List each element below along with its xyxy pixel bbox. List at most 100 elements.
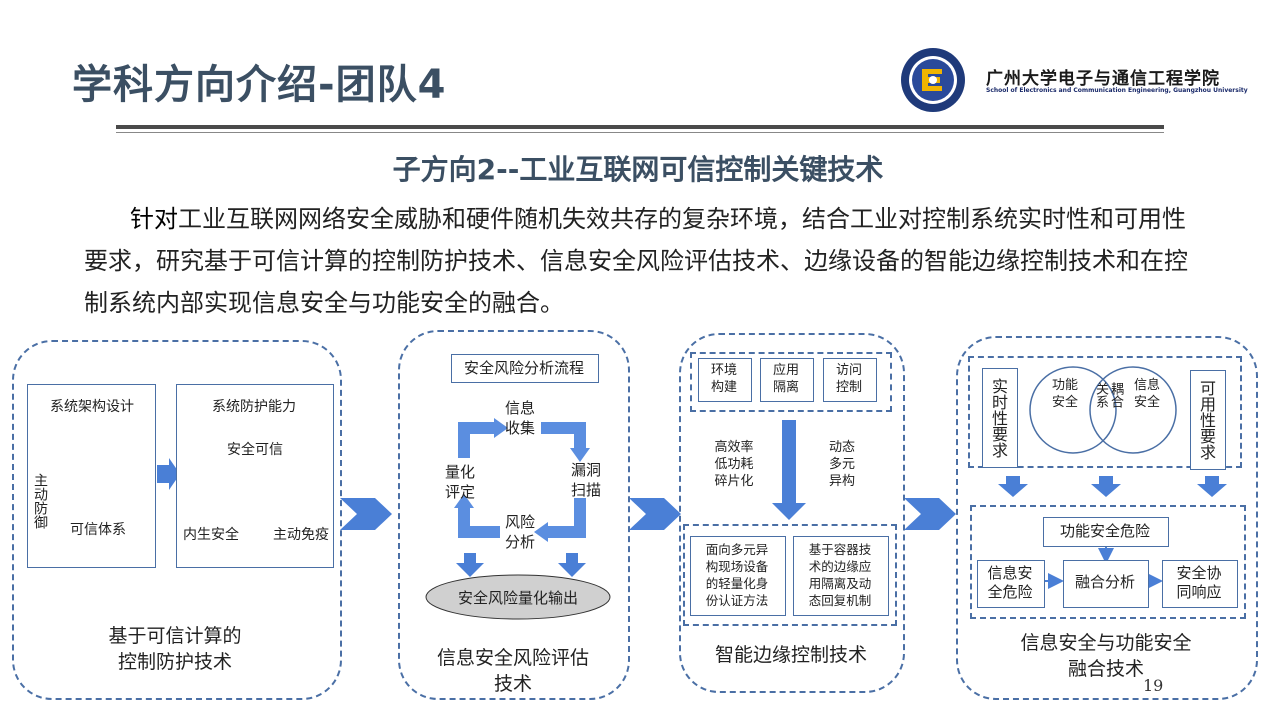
venn-info-circle — [1089, 366, 1177, 454]
label-efficiency-3: 碎片化 — [714, 474, 754, 489]
label-active-defense: 主动防御 — [32, 473, 48, 529]
label-efficiency-2: 低功耗 — [714, 457, 754, 472]
label-info-security-risk-1: 信息安 — [987, 564, 1033, 582]
label-endogenous-security: 内生安全 — [183, 527, 239, 543]
label-flow-title: 安全风险分析流程 — [463, 359, 584, 377]
label-app-isolation-1: 应用 — [772, 363, 799, 378]
label-realtime-req: 实时性要求 — [989, 378, 1008, 458]
label-quant-eval-2: 评定 — [444, 483, 475, 501]
flow-arrow-top — [541, 422, 586, 450]
panel1-arrow — [157, 458, 180, 490]
label-info-security-risk-2: 全危险 — [987, 583, 1033, 601]
label-trust-system: 可信体系 — [70, 522, 126, 538]
label-availability-req: 可用性要求 — [1197, 380, 1216, 460]
box-system-protection — [176, 384, 334, 568]
label-system-architecture: 系统架构设计 — [50, 399, 134, 415]
output-arrow-right — [558, 553, 586, 577]
label-dynamic-2: 多元 — [828, 457, 855, 472]
university-logo — [900, 47, 966, 113]
label-dynamic-1: 动态 — [828, 440, 855, 455]
group-edge-methods — [683, 524, 897, 626]
panel3-down-arrow — [772, 420, 806, 520]
panel-risk-assessment — [398, 330, 630, 700]
label-access-control-1: 访问 — [835, 363, 862, 378]
label-lightweight-auth-4: 份认证方法 — [705, 593, 769, 608]
chevron-arrow-1 — [340, 498, 392, 530]
box-info-security-risk — [977, 560, 1045, 608]
label-env-build-2: 构建 — [710, 380, 737, 395]
box-flow-title — [451, 354, 599, 383]
label-quant-eval-1: 量化 — [444, 463, 475, 481]
caption-panel3: 智能边缘控制技术 — [714, 644, 867, 666]
header-divider — [116, 125, 1164, 129]
caption-panel4-line2: 融合技术 — [1067, 658, 1144, 680]
group-edge-functions — [690, 352, 892, 412]
label-info-security-2: 安全 — [1133, 395, 1160, 410]
flow-arrow-left — [458, 422, 496, 458]
intro-paragraph: 针对工业互联网网络安全威胁和硬件随机失效共存的复杂环境，结合工业对控制系统实时性… — [84, 198, 1194, 324]
label-func-safety-1: 功能 — [1051, 378, 1078, 393]
label-dynamic-3: 异构 — [828, 474, 855, 489]
label-risk-analysis-2: 分析 — [504, 533, 535, 551]
panel-edge-control — [679, 333, 905, 693]
p4-down-arrow-3 — [1197, 476, 1227, 497]
label-lightweight-auth-1: 面向多元异 — [705, 542, 769, 557]
chevron-arrow-3 — [904, 498, 956, 530]
label-container-isolation-3: 用隔离及动 — [808, 576, 872, 591]
chevron-arrow-2 — [629, 498, 681, 530]
header-divider-thin — [116, 132, 1164, 133]
venn-func-circle — [1029, 366, 1117, 454]
flow-arrow-bottom — [458, 505, 500, 538]
panel-trusted-computing — [12, 340, 342, 700]
label-risk-output: 安全风险量化输出 — [457, 589, 578, 607]
box-fusion-analysis — [1063, 560, 1149, 608]
box-container-isolation — [793, 536, 889, 616]
group-requirements — [968, 356, 1242, 468]
intro-text: 工业互联网网络安全威胁和硬件随机失效共存的复杂环境，结合工业对控制系统实时性和可… — [84, 205, 1188, 317]
label-vuln-scan-1: 漏洞 — [570, 461, 601, 479]
label-env-build-1: 环境 — [710, 363, 737, 378]
label-container-isolation-4: 态回复机制 — [808, 593, 872, 608]
label-access-control-2: 控制 — [835, 380, 862, 395]
caption-panel2-line2: 技术 — [493, 673, 532, 695]
label-app-isolation-2: 隔离 — [772, 380, 799, 395]
label-container-isolation-2: 术的边缘应 — [808, 559, 872, 574]
label-func-safety-risk: 功能安全危险 — [1059, 522, 1150, 540]
caption-panel4-line1: 信息安全与功能安全 — [1020, 632, 1192, 654]
panel-security-safety-fusion — [956, 336, 1258, 700]
group-fusion-analysis — [970, 505, 1246, 619]
label-container-isolation-1: 基于容器技 — [808, 542, 872, 557]
label-lightweight-auth-2: 构现场设备 — [705, 559, 769, 574]
output-ellipse — [425, 574, 611, 620]
label-efficiency-1: 高效率 — [714, 440, 754, 455]
label-system-protection: 系统防护能力 — [212, 399, 296, 415]
label-info-collect-1: 信息 — [504, 399, 535, 417]
label-lightweight-auth-3: 的轻量化身 — [705, 576, 769, 591]
p4-down-arrow-1 — [998, 476, 1028, 497]
box-lightweight-auth — [690, 536, 786, 616]
box-realtime-req — [982, 368, 1018, 468]
output-arrow-left — [456, 553, 484, 577]
caption-panel1-line1: 基于可信计算的 — [108, 625, 242, 647]
label-active-immunity: 主动免疫 — [273, 527, 329, 543]
box-system-architecture — [27, 384, 156, 568]
label-info-collect-2: 收集 — [504, 419, 535, 437]
box-func-safety-risk — [1043, 517, 1169, 547]
caption-panel1-line2: 控制防护技术 — [117, 651, 232, 673]
label-info-security-1: 信息 — [1133, 378, 1160, 393]
box-availability-req — [1190, 370, 1226, 470]
box-app-isolation — [760, 358, 814, 402]
label-vuln-scan-2: 扫描 — [570, 481, 601, 499]
school-name-en: School of Electronics and Communication … — [986, 87, 1248, 94]
label-risk-analysis-1: 风险 — [504, 513, 535, 531]
page-number: 19 — [1143, 676, 1164, 695]
label-coupling-2: 关系 — [1093, 382, 1108, 408]
intro-lead: 针对 — [130, 205, 178, 233]
label-cooperative-response-2: 同响应 — [1176, 583, 1222, 601]
label-cooperative-response-1: 安全协 — [1176, 564, 1222, 582]
section-subtitle: 子方向2--工业互联网可信控制关键技术 — [392, 153, 884, 186]
box-env-build — [698, 358, 752, 402]
caption-panel2-line1: 信息安全风险评估 — [436, 647, 589, 669]
school-name-cn: 广州大学电子与通信工程学院 — [986, 69, 1220, 89]
flow-arrow-right — [546, 498, 586, 538]
